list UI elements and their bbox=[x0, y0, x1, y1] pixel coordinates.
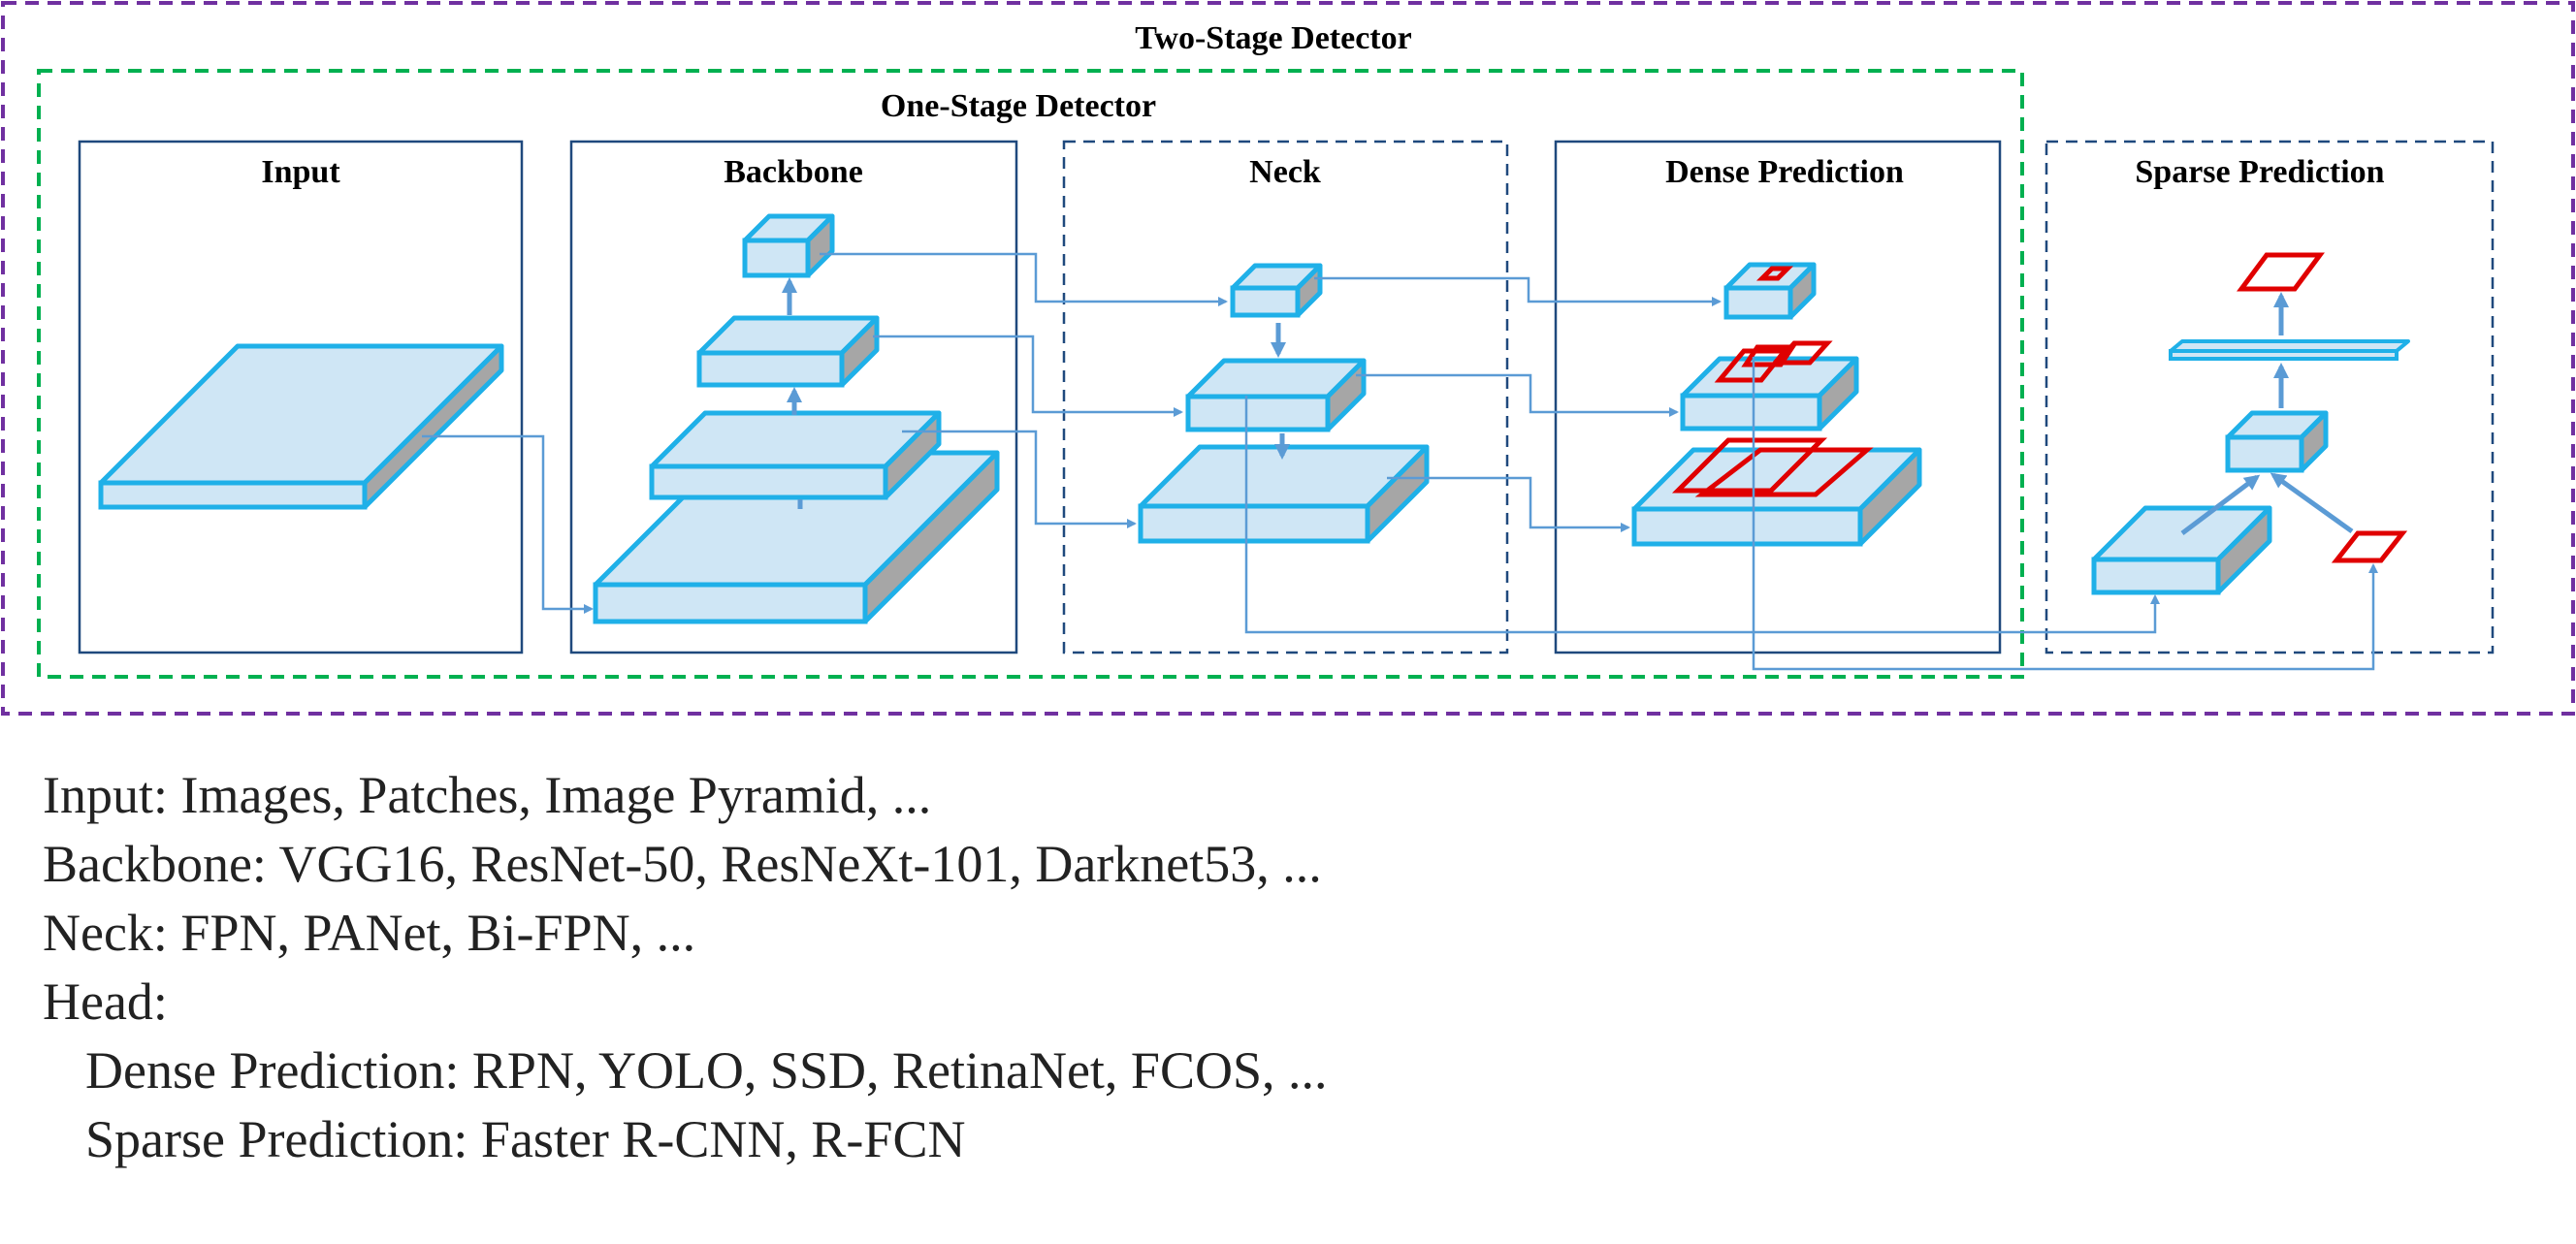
input-to-backbone-connector bbox=[422, 434, 594, 614]
legend-backbone: Backbone: VGG16, ResNet-50, ResNeXt-101,… bbox=[43, 835, 1322, 893]
neck-to-dense-connector bbox=[1356, 373, 1679, 417]
dense-prediction-boxes bbox=[1671, 266, 1874, 497]
backbone-to-neck-connector bbox=[902, 430, 1137, 528]
dense-to-sparse-connector bbox=[1752, 357, 2378, 671]
neck-to-dense-connector bbox=[1387, 476, 1630, 532]
backbone-to-neck-connector bbox=[820, 252, 1228, 306]
one-stage-title: One-Stage Detector bbox=[881, 88, 1156, 124]
neck-to-sparse-connector bbox=[1244, 396, 2160, 634]
legend-dense-prediction: Dense Prediction: RPN, YOLO, SSD, Retina… bbox=[85, 1041, 1328, 1100]
input-box bbox=[78, 140, 524, 654]
detector-architecture-diagram: Two-Stage Detector One-Stage Detector In… bbox=[1, 1, 2575, 716]
dense-prediction-title: Dense Prediction bbox=[1665, 154, 1904, 190]
legend-sparse-prediction: Sparse Prediction: Faster R-CNN, R-FCN bbox=[85, 1110, 966, 1168]
dense-level-2-block bbox=[1680, 356, 1859, 431]
neck-level-1-block bbox=[1138, 444, 1430, 544]
sparse-fc-layer bbox=[2169, 339, 2410, 361]
backbone-box bbox=[569, 140, 1018, 654]
neck-box bbox=[1062, 140, 1509, 654]
backbone-to-neck-connector bbox=[873, 335, 1183, 417]
sparse-prediction-box bbox=[2045, 140, 2495, 654]
backbone-stage-3-block bbox=[696, 315, 880, 388]
neck-level-2-block bbox=[1185, 358, 1367, 432]
component-legend: Input: Images, Patches, Image Pyramid, .… bbox=[43, 761, 1328, 1174]
sparse-roi-feature-block bbox=[2091, 505, 2272, 595]
one-stage-frame bbox=[37, 69, 2024, 679]
sparse-output-box bbox=[2237, 252, 2325, 292]
legend-neck: Neck: FPN, PANet, Bi-FPN, ... bbox=[43, 904, 696, 962]
sparse-proposal-box bbox=[2331, 530, 2408, 563]
sparse-up-arrow bbox=[2180, 474, 2261, 535]
sparse-prediction-title: Sparse Prediction bbox=[2135, 154, 2384, 190]
two-stage-title: Two-Stage Detector bbox=[1135, 20, 1411, 56]
neck-title: Neck bbox=[1249, 154, 1321, 190]
sparse-up-arrow bbox=[2270, 472, 2354, 534]
two-stage-frame bbox=[1, 1, 2575, 716]
dense-prediction-box bbox=[1554, 140, 2002, 654]
backbone-title: Backbone bbox=[724, 154, 863, 190]
backbone-stage-4-block bbox=[742, 213, 835, 278]
input-title: Input bbox=[261, 154, 340, 190]
legend-input: Input: Images, Patches, Image Pyramid, .… bbox=[43, 766, 932, 824]
sparse-head-block bbox=[2225, 410, 2329, 473]
backbone-stage-2-block bbox=[649, 410, 942, 500]
neck-level-3-block bbox=[1230, 263, 1323, 318]
neck-to-dense-connector bbox=[1314, 276, 1722, 306]
legend-head: Head: bbox=[43, 973, 168, 1031]
input-image-block bbox=[98, 343, 504, 510]
